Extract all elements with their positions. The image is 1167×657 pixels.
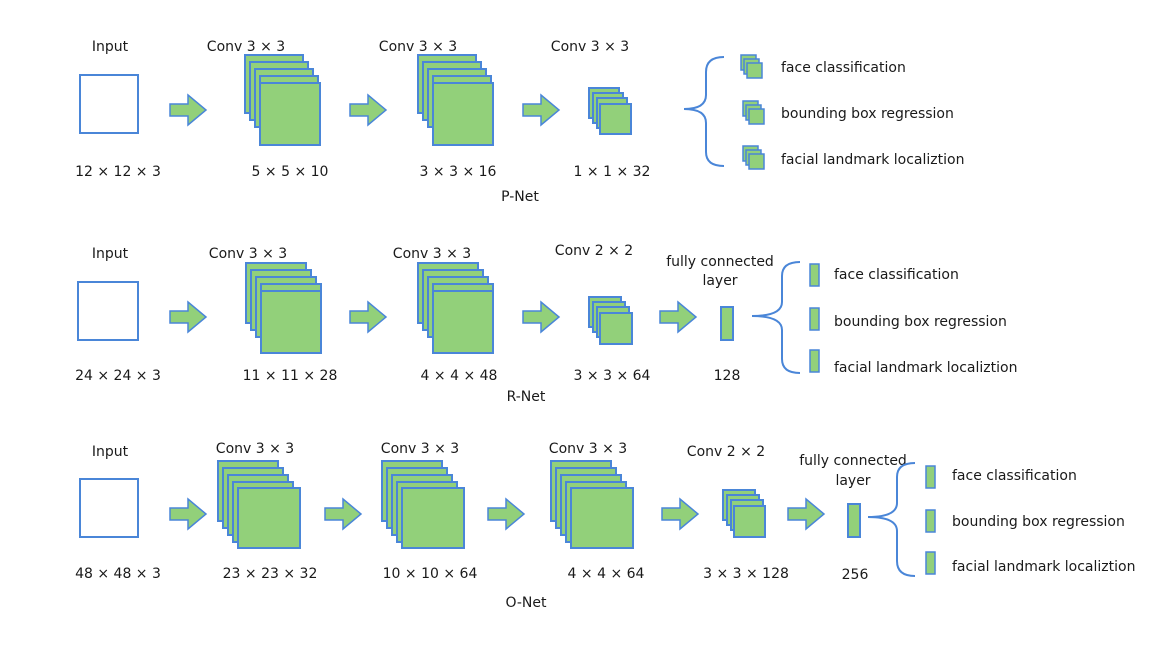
onet-fc-label-line1: fully connected <box>799 453 907 469</box>
onet-output-label-2: bounding box regression <box>952 514 1125 530</box>
onet-output-icon-3 <box>925 551 936 575</box>
onet-conv4-layer <box>733 505 766 538</box>
pnet-output-icon-1 <box>740 54 763 79</box>
rnet-output-label-3: facial landmark localiztion <box>834 360 1017 376</box>
onet-output-brace <box>867 462 916 577</box>
pnet-arrow-1 <box>169 93 208 127</box>
onet-conv1-layer <box>237 487 301 549</box>
rnet-conv1-label: Conv 3 × 3 <box>209 246 287 262</box>
onet-conv1-dims: 23 × 23 × 32 <box>223 566 318 582</box>
rnet-fc-label-line1: fully connected <box>666 254 774 270</box>
rnet-fc-dims: 128 <box>714 368 741 384</box>
onet-fc-label-line2: layer <box>835 473 870 489</box>
rnet-input-dims: 24 × 24 × 3 <box>75 368 161 384</box>
pnet-output-icon-2 <box>742 100 765 125</box>
onet-arrow-4 <box>661 497 700 531</box>
onet-conv1-stack <box>217 460 301 549</box>
rnet-output-icon-1 <box>809 263 820 287</box>
onet-conv2-layer <box>401 487 465 549</box>
rnet-arrow-4 <box>659 300 698 334</box>
rnet-conv2-dims: 4 × 4 × 48 <box>421 368 498 384</box>
onet-fc-dims: 256 <box>842 567 869 583</box>
onet-conv4-dims: 3 × 3 × 128 <box>703 566 789 582</box>
onet-input-dims: 48 × 48 × 3 <box>75 566 161 582</box>
onet-output-label-1: face classification <box>952 468 1077 484</box>
pnet-conv2-layer <box>432 82 494 146</box>
rnet-conv1-stack <box>245 262 322 354</box>
onet-conv3-dims: 4 × 4 × 64 <box>568 566 645 582</box>
onet-input-box <box>79 478 139 538</box>
onet-arrow-5 <box>787 497 826 531</box>
pnet-conv2-label: Conv 3 × 3 <box>379 39 457 55</box>
pnet-input-box <box>79 74 139 134</box>
pnet-title: P-Net <box>501 189 539 205</box>
onet-output-label-3: facial landmark localiztion <box>952 559 1135 575</box>
pnet-output-label-3: facial landmark localiztion <box>781 152 964 168</box>
rnet-conv1-dims: 11 × 11 × 28 <box>243 368 338 384</box>
rnet-conv1-layer <box>260 290 322 354</box>
pnet-conv3-label: Conv 3 × 3 <box>551 39 629 55</box>
onet-arrow-3 <box>487 497 526 531</box>
rnet-fc-box <box>720 306 734 341</box>
pnet-output-label-1: face classification <box>781 60 906 76</box>
rnet-output-label-2: bounding box regression <box>834 314 1007 330</box>
rnet-arrow-3 <box>522 300 561 334</box>
pnet-output-label-2: bounding box regression <box>781 106 954 122</box>
rnet-conv2-label: Conv 3 × 3 <box>393 246 471 262</box>
onet-conv3-stack <box>550 460 634 549</box>
pnet-conv3-stack <box>588 87 632 135</box>
onet-conv1-label: Conv 3 × 3 <box>216 441 294 457</box>
rnet-arrow-1 <box>169 300 208 334</box>
pnet-arrow-3 <box>522 93 561 127</box>
pnet-conv3-dims: 1 × 1 × 32 <box>574 164 651 180</box>
onet-fc-box <box>847 503 861 538</box>
onet-conv4-label: Conv 2 × 2 <box>687 444 765 460</box>
pnet-conv1-layer <box>259 82 321 146</box>
pnet-row: Input 12 × 12 × 3 Conv 3 × 3 5 × 5 × 10 … <box>75 39 964 205</box>
onet-conv4-stack <box>722 489 766 538</box>
onet-output-icon-1 <box>925 465 936 489</box>
onet-title: O-Net <box>505 595 547 611</box>
onet-input-label: Input <box>92 444 129 460</box>
rnet-output-icon-3 <box>809 349 820 373</box>
rnet-output-label-1: face classification <box>834 267 959 283</box>
rnet-conv3-stack <box>588 296 633 345</box>
onet-conv2-stack <box>381 460 465 549</box>
rnet-conv3-dims: 3 × 3 × 64 <box>574 368 651 384</box>
pnet-conv3-layer <box>599 103 632 135</box>
rnet-conv2-stack <box>417 262 494 354</box>
rnet-fc-label-line2: layer <box>702 273 737 289</box>
onet-conv3-layer <box>570 487 634 549</box>
rnet-row: Input 24 × 24 × 3 Conv 3 × 3 11 × 11 × 2… <box>75 243 1017 405</box>
onet-output-icon-2 <box>925 509 936 533</box>
rnet-output-brace <box>751 261 801 374</box>
rnet-conv3-label: Conv 2 × 2 <box>555 243 633 259</box>
onet-conv2-label: Conv 3 × 3 <box>381 441 459 457</box>
rnet-output-icon-2 <box>809 307 820 331</box>
rnet-title: R-Net <box>507 389 546 405</box>
pnet-conv2-dims: 3 × 3 × 16 <box>420 164 497 180</box>
pnet-conv1-label: Conv 3 × 3 <box>207 39 285 55</box>
pnet-output-brace <box>683 56 725 167</box>
pnet-input-label: Input <box>92 39 129 55</box>
rnet-conv3-layer <box>599 312 633 345</box>
onet-conv2-dims: 10 × 10 × 64 <box>383 566 478 582</box>
pnet-output-icon-3 <box>742 145 765 170</box>
pnet-conv1-stack <box>244 54 321 146</box>
onet-arrow-1 <box>169 497 208 531</box>
pnet-conv2-stack <box>417 54 494 146</box>
onet-conv3-label: Conv 3 × 3 <box>549 441 627 457</box>
onet-row: Input 48 × 48 × 3 Conv 3 × 3 23 × 23 × 3… <box>75 441 1135 611</box>
pnet-conv1-dims: 5 × 5 × 10 <box>252 164 329 180</box>
rnet-input-label: Input <box>92 246 129 262</box>
rnet-input-box <box>77 281 139 341</box>
pnet-input-dims: 12 × 12 × 3 <box>75 164 161 180</box>
rnet-arrow-2 <box>349 300 388 334</box>
onet-arrow-2 <box>324 497 363 531</box>
pnet-arrow-2 <box>349 93 388 127</box>
rnet-conv2-layer <box>432 290 494 354</box>
